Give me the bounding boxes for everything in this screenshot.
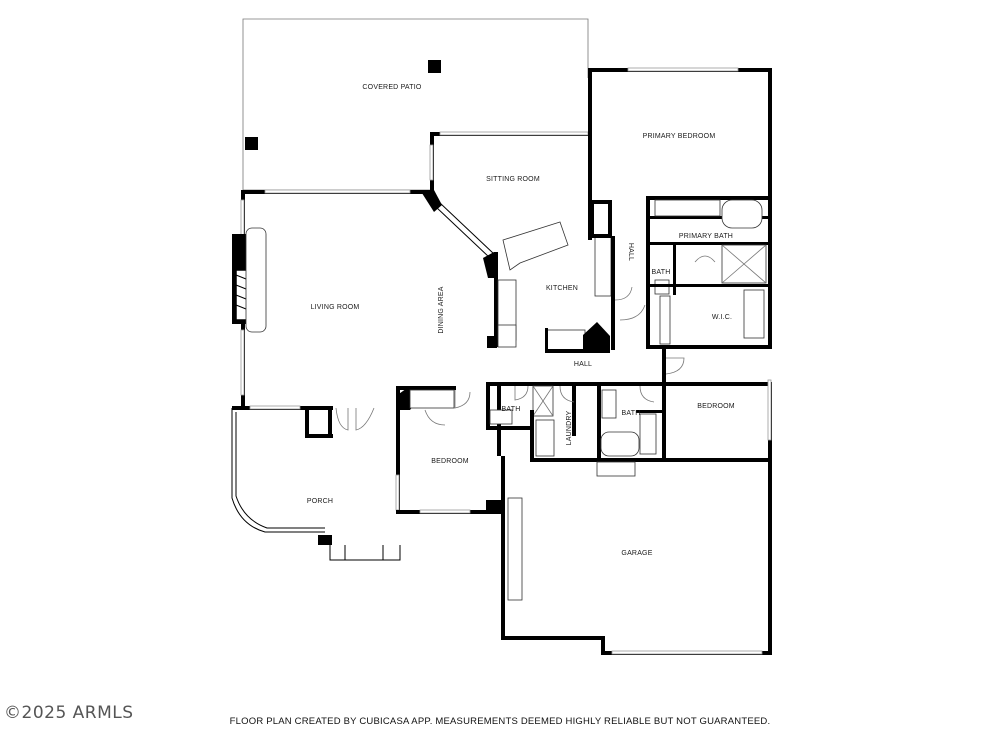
kitchen-walls	[483, 200, 633, 353]
copyright-watermark: ©2025 ARMLS	[4, 703, 134, 723]
door-swings	[335, 357, 685, 431]
label-primary-bedroom: PRIMARY BEDROOM	[643, 133, 716, 140]
label-sitting-room: SITTING ROOM	[486, 176, 540, 183]
label-hall-upper: HALL	[627, 243, 634, 261]
label-primary-bath: PRIMARY BATH	[679, 233, 733, 240]
garage-walls	[501, 456, 772, 655]
covered-patio-outline	[242, 18, 589, 191]
label-kitchen: KITCHEN	[546, 285, 578, 292]
patio-post	[428, 60, 441, 73]
floor-plan: COVERED PATIO PRIMARY BEDROOM SITTING RO…	[231, 18, 772, 655]
primary-suite-walls	[619, 196, 772, 349]
label-bedroom-center: BEDROOM	[431, 458, 469, 465]
room-labels: COVERED PATIO PRIMARY BEDROOM SITTING RO…	[307, 84, 735, 557]
label-bath-center: BATH	[502, 406, 521, 413]
interior-walls	[395, 349, 772, 514]
disclaimer-text: FLOOR PLAN CREATED BY CUBICASA APP. MEAS…	[229, 716, 771, 727]
label-hall-lower: HALL	[574, 361, 592, 368]
label-laundry: LAUNDRY	[566, 411, 573, 446]
label-bath-small: BATH	[652, 269, 671, 276]
label-covered-patio: COVERED PATIO	[362, 84, 421, 91]
porch-outline	[231, 405, 401, 561]
label-porch: PORCH	[307, 498, 333, 505]
label-living-room: LIVING ROOM	[311, 304, 360, 311]
label-dining-area: DINING AREA	[438, 286, 445, 333]
label-wic: W.I.C.	[712, 314, 732, 321]
label-bedroom-right: BEDROOM	[697, 403, 735, 410]
patio-post	[245, 137, 258, 150]
exterior-walls	[232, 67, 772, 410]
label-bath-right: BATH	[622, 410, 641, 417]
label-garage: GARAGE	[621, 550, 652, 557]
